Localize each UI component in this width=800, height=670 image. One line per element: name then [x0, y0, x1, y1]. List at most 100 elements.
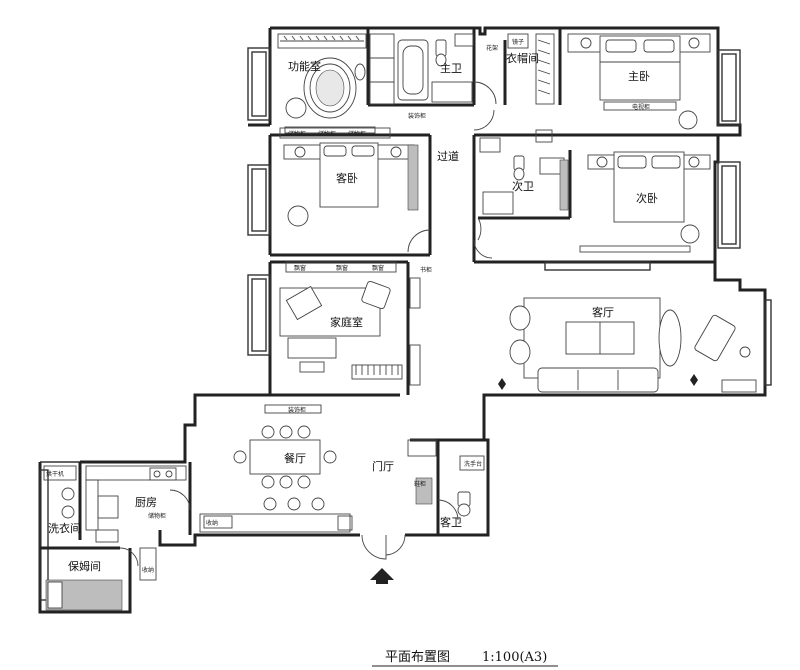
piano [351, 364, 403, 380]
kitchen: 储物柜 厨房 [85, 465, 187, 543]
guest-armchair [287, 205, 309, 227]
kitchen-counter-top [85, 465, 187, 481]
label-second-bath: 次卫 [512, 179, 534, 193]
interior-walls [40, 28, 718, 612]
round-rug [303, 57, 357, 119]
second-bath-cabinet [559, 159, 569, 211]
foyer: 鞋柜 门厅 [361, 439, 437, 584]
second-cabinet [579, 245, 691, 253]
living-planter [721, 379, 757, 393]
guest-wardrobe [407, 144, 419, 211]
label-foyer-shoe: 鞋柜 [414, 480, 426, 488]
label-foyer: 门厅 [372, 459, 394, 473]
dining-sideboard [264, 404, 322, 414]
shower [482, 191, 514, 215]
stool [354, 63, 366, 81]
laundry: 烘干机 洗衣间 [43, 465, 81, 535]
family-rug [279, 287, 381, 337]
master-bedroom: 电视柜 主卧 [567, 33, 711, 130]
master-bath: 主卫 装饰柜 [397, 33, 474, 120]
label-master-bedroom: 主卧 [628, 70, 650, 83]
label-mirror: 镜子 [512, 38, 524, 46]
door-kitchen [169, 489, 191, 511]
master-bed [599, 35, 681, 101]
foyer-bench [407, 439, 437, 457]
window-living-top [544, 261, 651, 271]
label-living-room: 客厅 [592, 305, 614, 319]
kitchen-counter-side [85, 479, 99, 531]
entry-door-left [361, 534, 387, 560]
master-sink [454, 33, 474, 47]
wall-service-east [158, 530, 360, 547]
island-sink [337, 515, 353, 531]
label-guest-bath: 客卫 [440, 515, 462, 529]
nanny-room: 收纳 保姆间 [45, 547, 157, 611]
label-nanny-room: 保姆间 [68, 559, 101, 573]
door-guest-bath [437, 499, 459, 521]
label-walk-in-closet: 衣帽间 [506, 51, 539, 65]
window-master-inner [721, 53, 737, 122]
kitchen-sink [97, 495, 119, 519]
window-second-inner [721, 165, 737, 245]
second-bed [613, 151, 685, 223]
label-bookcase-1: 储物柜 [288, 130, 306, 138]
doors [119, 81, 497, 567]
window-family-inner [251, 278, 267, 352]
label-corridor: 过道 [437, 149, 459, 163]
window-living-east [764, 299, 772, 386]
label-shoe-cabinet: 装饰柜 [408, 112, 426, 120]
guest-bookshelf [279, 127, 391, 139]
second-bedroom: 次卧 [579, 151, 711, 253]
master-vanity [431, 81, 473, 103]
living-room: 客厅 [498, 297, 757, 393]
side-table [739, 346, 751, 358]
family-cabinet-east [409, 344, 421, 386]
closet-mirror [507, 33, 529, 49]
label-flower-stand: 花架 [486, 44, 498, 52]
label-laundry: 洗衣间 [48, 521, 81, 535]
plant-1 [498, 378, 506, 390]
label-kitchen: 厨房 [135, 496, 157, 509]
label-dining-sideboard: 装饰柜 [288, 406, 306, 414]
label-kitchen-note: 储物柜 [148, 512, 166, 520]
function-cabinet [284, 126, 376, 134]
sofa [537, 367, 659, 393]
guest-bath-sink [459, 455, 485, 471]
wardrobe-rail [277, 33, 367, 49]
bathtub [397, 39, 429, 101]
dining-table [249, 439, 321, 475]
master-armchair [678, 110, 698, 130]
second-bath: 次卫 [479, 129, 569, 215]
label-master-tv: 电视柜 [632, 103, 650, 111]
family-tv [409, 277, 421, 309]
family-cabinet [285, 261, 397, 273]
second-armchair [680, 224, 700, 244]
door-master [473, 109, 495, 131]
title-text: 平面布置图 [385, 650, 450, 665]
function-shelf [369, 33, 395, 105]
family-desk-chair [299, 361, 325, 373]
entry-door-right [385, 534, 406, 556]
guest-bath: 洗手台 客卫 [440, 455, 485, 529]
label-dining-room: 餐厅 [284, 451, 306, 465]
label-bookcase-2: 储物柜 [318, 130, 336, 138]
dryer-machine [61, 505, 75, 519]
window-function-inner [251, 51, 267, 117]
wall-dining-west [80, 393, 270, 464]
family-armchair [361, 280, 391, 310]
chaise [658, 309, 682, 367]
family-sofa-chair [285, 285, 323, 321]
label-guest-bath-sink: 洗手台 [464, 460, 482, 468]
label-island: 收纳 [206, 519, 218, 527]
window-guest [247, 164, 271, 236]
living-chair-1 [509, 305, 531, 331]
closet-rail [535, 33, 555, 105]
title-scale: 1:100(A3) [482, 650, 547, 665]
foyer-shoe-cabinet [415, 477, 433, 505]
label-dryer: 烘干机 [46, 470, 64, 478]
function-room: 功能室 [277, 33, 395, 134]
label-family-room: 家庭室 [330, 315, 363, 329]
island-counter [199, 513, 351, 533]
dining-room: 装饰柜 收纳 餐厅 [199, 404, 353, 533]
